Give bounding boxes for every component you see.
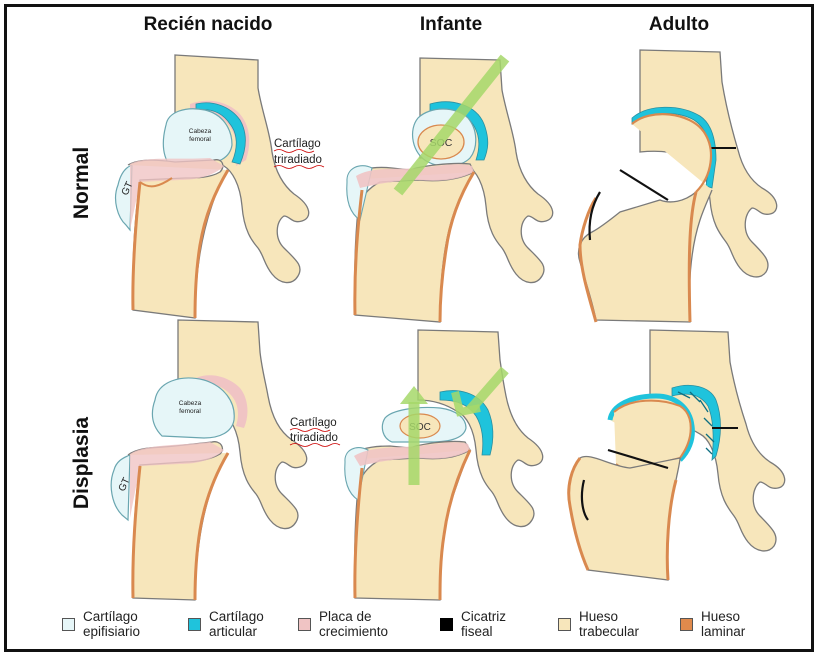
legend-swatch <box>298 618 311 631</box>
legend-swatch <box>440 618 453 631</box>
adult-normal-hip <box>579 50 777 322</box>
newborn-dysplasia-hip <box>111 320 307 600</box>
infant-dysplasia-hip: SOC <box>345 330 543 600</box>
legend-label-line2: trabecular <box>579 624 639 639</box>
legend-label-line1: Cartílago <box>83 609 140 624</box>
triradiate-label-bottom-1: Cartílago <box>290 417 337 429</box>
adult-dysplasia-hip <box>569 330 785 580</box>
legend-swatch <box>680 618 693 631</box>
triradiate-label-top-2: triradiado <box>274 154 322 166</box>
legend-label-line2: crecimiento <box>319 624 388 639</box>
legend-swatch <box>188 618 201 631</box>
femoral-head-label-bottom-1: Cabeza <box>179 400 202 407</box>
legend-label-line2: laminar <box>701 624 745 639</box>
legend-label-line2: articular <box>209 624 264 639</box>
legend-label-line2: fiseal <box>461 624 506 639</box>
legend-label-line1: Placa de <box>319 609 388 624</box>
triradiate-label-top-1: Cartílago <box>274 138 321 150</box>
infant-normal-hip: SOC <box>347 58 553 322</box>
newborn-normal-hip <box>116 55 309 318</box>
legend-swatch <box>558 618 571 631</box>
legend-label-line1: Hueso <box>701 609 745 624</box>
femoral-head-label-top-2: femoral <box>189 136 211 143</box>
triradiate-label-bottom-2: triradiado <box>290 432 338 444</box>
legend-label-line1: Hueso <box>579 609 639 624</box>
femoral-head-label-bottom-2: femoral <box>179 408 201 415</box>
legend-label-line1: Cartílago <box>209 609 264 624</box>
femoral-head-label-top-1: Cabeza <box>189 128 212 135</box>
legend-label-line2: epifisiario <box>83 624 140 639</box>
legend-label-line1: Cicatriz <box>461 609 506 624</box>
legend-swatch <box>62 618 75 631</box>
